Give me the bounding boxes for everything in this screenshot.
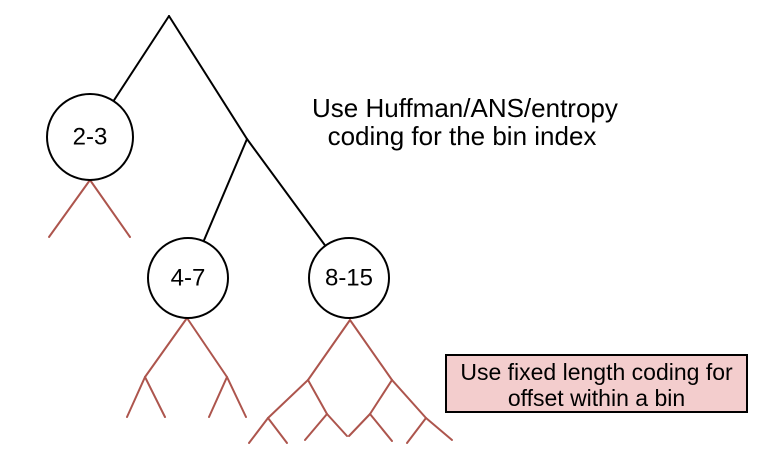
subtree-edge (369, 379, 393, 415)
subtree-edge (144, 317, 188, 378)
subtree-edge (307, 319, 351, 381)
entropy-coding-annotation: Use Huffman/ANS/entropy coding for the b… (312, 93, 618, 151)
fixed-length-coding-callout: Use fixed length coding for offset withi… (445, 354, 748, 413)
bin-node-8-15-label: 8-15 (325, 265, 373, 292)
annotation-line-1: Use Huffman/ANS/entropy (312, 93, 618, 123)
subtree-edge (48, 179, 91, 238)
bin-node-4-7 (147, 237, 229, 319)
subtree-edge (369, 413, 393, 442)
bin-node-8-15 (308, 237, 390, 319)
bin-node-4-7-label: 4-7 (171, 265, 206, 292)
subtree-edge (186, 317, 228, 378)
subtree-edge (304, 413, 328, 441)
callout-line-1: Use fixed length coding for (460, 359, 733, 385)
subtree-edge (144, 376, 166, 418)
subtree-edge (267, 379, 309, 419)
subtree-edge (348, 413, 371, 437)
subtree-edge (89, 179, 131, 238)
subtree-edge (226, 376, 247, 418)
subtree-edge (349, 319, 393, 381)
subtree-edge (267, 417, 288, 444)
bin-node-2-3 (46, 93, 134, 181)
subtree-edge (406, 417, 427, 444)
subtree-edge (307, 379, 328, 415)
callout-line-2: offset within a bin (507, 385, 686, 411)
subtree-edge (391, 379, 427, 419)
subtree-edge (425, 417, 453, 441)
subtree-edge (326, 413, 348, 437)
bin-node-2-3-label: 2-3 (73, 124, 108, 151)
tree-edge (168, 15, 248, 140)
subtree-edge (208, 376, 228, 418)
subtree-edge (126, 376, 146, 418)
annotation-line-2: coding for the bin index (327, 121, 597, 151)
subtree-edge (248, 417, 269, 444)
